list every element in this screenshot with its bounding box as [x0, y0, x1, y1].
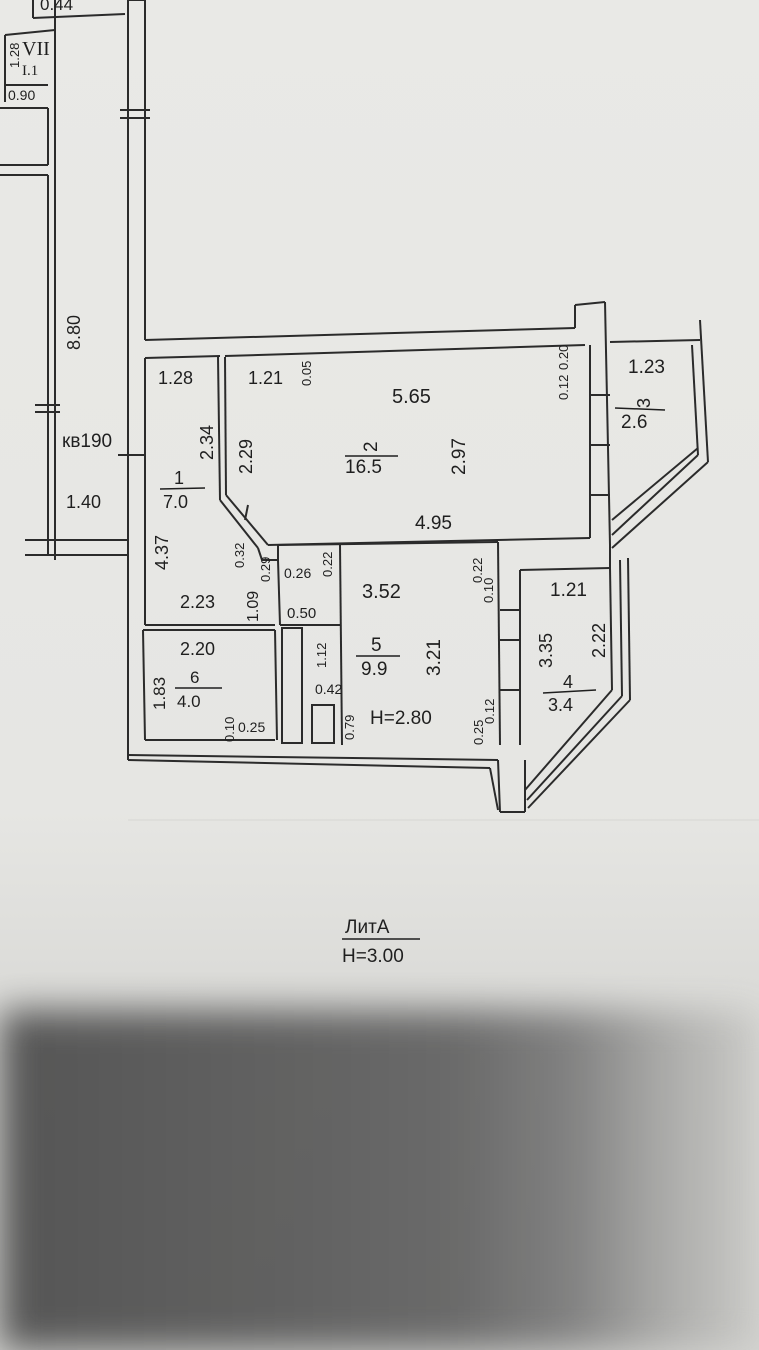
plan-labels: 0.44 VII I.1 1.28 0.90 8.80 кв190 1.40 1…: [7, 0, 666, 967]
room5-022-right: 0.22: [470, 558, 485, 583]
room2-width-left: 1.21: [248, 368, 283, 388]
room1-fraction-bar: [159, 487, 206, 490]
room3-width: 1.23: [628, 357, 665, 378]
room2-top: 5.65: [392, 386, 431, 408]
photo-shadow: [0, 1010, 759, 1350]
room1-width: 1.28: [158, 368, 193, 388]
room6-number: 6: [190, 668, 199, 687]
dim-090: 0.90: [8, 87, 35, 103]
room5-026: 0.26: [284, 565, 311, 581]
section-roman: VII: [22, 38, 50, 60]
liter-name: ЛитА: [345, 917, 390, 938]
room4-fraction-bar: [542, 689, 597, 694]
room5-area: 9.9: [361, 659, 387, 680]
room1-area: 7.0: [163, 492, 188, 512]
room4-width: 1.21: [550, 580, 587, 601]
room4-area: 3.4: [548, 695, 573, 715]
room5-010: 0.10: [481, 578, 496, 603]
room5-ceiling-height: H=2.80: [370, 708, 432, 729]
room5-050: 0.50: [287, 605, 316, 622]
room1-bottom: 2.23: [180, 592, 215, 612]
room2-012: 0.12: [556, 375, 571, 400]
dim-top-044: 0.44: [40, 0, 73, 14]
room6-010: 0.10: [222, 717, 237, 742]
room2-left-height: 2.29: [236, 439, 256, 474]
room5-022-top: 0.22: [320, 552, 335, 577]
floor-plan-walls: [0, 0, 709, 813]
room4-number: 4: [563, 672, 573, 692]
room5-025: 0.25: [471, 720, 486, 745]
room2-005: 0.05: [299, 361, 314, 386]
room5-109: 1.09: [245, 591, 262, 622]
room5-number: 5: [371, 635, 382, 656]
room2-bottom: 4.95: [415, 513, 452, 534]
room3-number: 3: [634, 398, 654, 408]
dim-140: 1.40: [66, 492, 101, 512]
room6-025: 0.25: [238, 719, 265, 735]
dim-128-left: 1.28: [7, 43, 22, 68]
room1-height: 2.34: [197, 425, 217, 460]
dim-880: 8.80: [64, 315, 84, 350]
room5-042: 0.42: [315, 681, 342, 697]
room3-area: 2.6: [621, 412, 647, 433]
room5-029: 0.29: [258, 557, 273, 582]
room2-020: 0.20: [556, 345, 571, 370]
room1-length: 4.37: [152, 535, 172, 570]
room3-fraction-bar: [614, 407, 666, 411]
room5-112: 1.12: [314, 643, 329, 668]
room4-height-1: 3.35: [536, 633, 556, 668]
room5-079: 0.79: [342, 715, 357, 740]
room6-height: 1.83: [150, 677, 169, 710]
room5-right-height: 3.21: [424, 639, 445, 676]
room1-number: 1: [174, 468, 184, 488]
liter-height: H=3.00: [342, 946, 404, 967]
room2-area: 16.5: [345, 457, 382, 478]
apartment-number: кв190: [62, 431, 112, 452]
room5-032: 0.32: [232, 543, 247, 568]
room6-width: 2.20: [180, 639, 215, 659]
room5-012: 0.12: [482, 699, 497, 724]
room5-top: 3.52: [362, 581, 401, 603]
room6-area: 4.0: [177, 692, 201, 711]
room2-number: 2: [361, 441, 382, 452]
room2-right-height: 2.97: [449, 438, 470, 475]
section-i1: I.1: [22, 63, 38, 79]
room4-height-2: 2.22: [589, 623, 609, 658]
